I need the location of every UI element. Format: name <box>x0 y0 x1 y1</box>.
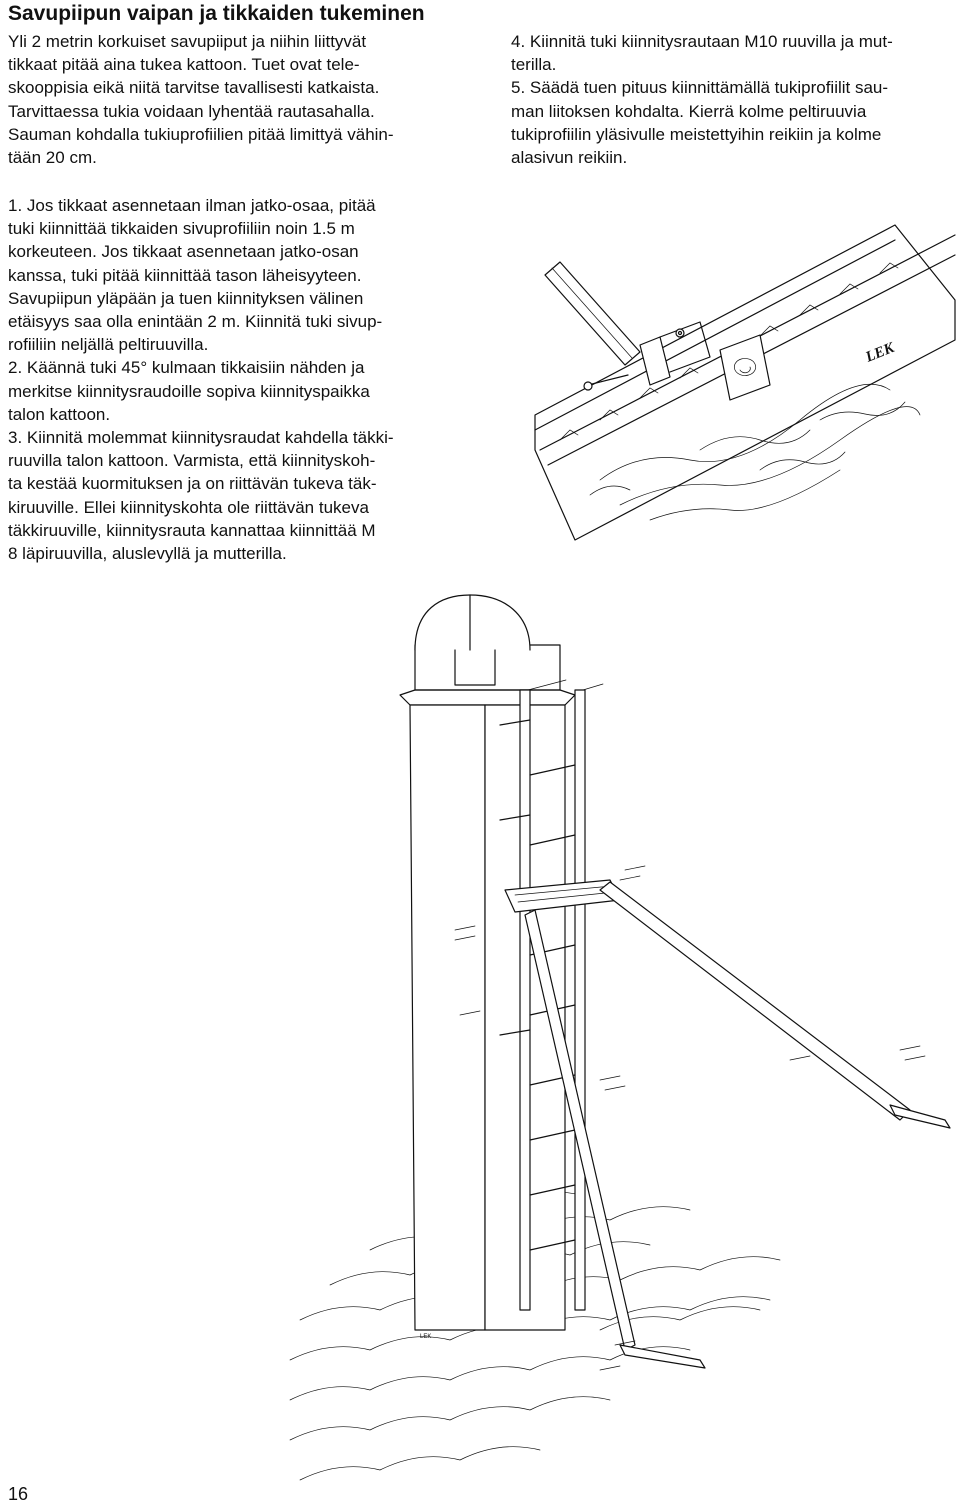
text-line: man liitoksen kohdalta. Kierrä kolme pel… <box>511 101 867 121</box>
text-line: 2. Käännä tuki 45° kulmaan tikkaisiin nä… <box>8 358 365 378</box>
text-line: 4. Kiinnitä tuki kiinnitysrautaan M10 ru… <box>511 32 893 51</box>
text-line: talon kattoon. <box>8 404 111 424</box>
text-line: täkkiruuville, kiinnitysrauta kannattaa … <box>8 520 376 540</box>
text-line: tikkaat pitää aina tukea kattoon. Tuet o… <box>8 55 360 75</box>
roof-support-arms <box>524 881 951 1369</box>
text-line: merkitse kiinnitysraudoille sopiva kiinn… <box>8 381 370 401</box>
text-line: Sauman kohdalla tukiuprofiilien pitää li… <box>8 124 394 144</box>
text-line: Savupiipun yläpään ja tuen kiinnityksen … <box>8 288 364 308</box>
lek-stamp: LEK <box>420 1334 431 1340</box>
steps-4-5: 4. Kiinnitä tuki kiinnitysrautaan M10 ru… <box>511 30 893 169</box>
intro-paragraph: Yli 2 metrin korkuiset savupiiput ja nii… <box>8 30 394 169</box>
page-number: 16 <box>8 1484 29 1504</box>
steps-1-3: 1. Jos tikkaat asennetaan ilman jatko-os… <box>8 194 394 565</box>
text-line: ruuvilla talon kattoon. Varmista, että k… <box>8 451 376 471</box>
text-line: kiruuville. Ellei kiinnityskohta ole rii… <box>8 497 369 517</box>
chimney <box>399 594 576 1331</box>
text-line: 1. Jos tikkaat asennetaan ilman jatko-os… <box>8 196 376 215</box>
text-line: 3. Kiinnitä molemmat kiinnitysraudat kah… <box>8 428 394 448</box>
screw-hardware <box>454 865 926 1371</box>
text-line: 5. Säädä tuen pituus kiinnittämällä tuki… <box>511 78 889 98</box>
text-line: tuki kiinnittää tikkaiden sivuprofiiliin… <box>8 219 355 239</box>
text-line: Yli 2 metrin korkuiset savupiiput ja nii… <box>8 32 367 51</box>
text-line: 8 läpiruuvilla, aluslevyllä ja mutterill… <box>8 544 287 564</box>
text-line: skooppisia eikä niitä tarvitse tavallise… <box>8 78 380 98</box>
text-line: Tarvittaessa tukia voidaan lyhentää raut… <box>8 101 375 121</box>
page-title: Savupiipun vaipan ja tikkaiden tukeminen <box>8 2 425 25</box>
roof-section <box>534 224 956 541</box>
support-arm <box>544 261 641 366</box>
screw-hardware <box>583 328 685 391</box>
text-line: ta kestää kuormituksen ja on riittävän t… <box>8 474 377 494</box>
text-line: terilla. <box>511 55 557 75</box>
text-line: korkeuteen. Jos tikkaat asennetaan jatko… <box>8 242 359 262</box>
text-line: alasivun reikiin. <box>511 148 628 168</box>
text-line: tään 20 cm. <box>8 148 97 168</box>
text-line: kanssa, tuki pitää kiinnittää tason lähe… <box>8 265 362 285</box>
text-line: rofiiliin neljällä peltiruuvilla. <box>8 335 209 355</box>
text-line: tukiprofiilin yläsivulle meistettyihin r… <box>511 124 882 144</box>
text-line: etäisyys saa olla enintään 2 m. Kiinnitä… <box>8 312 383 332</box>
